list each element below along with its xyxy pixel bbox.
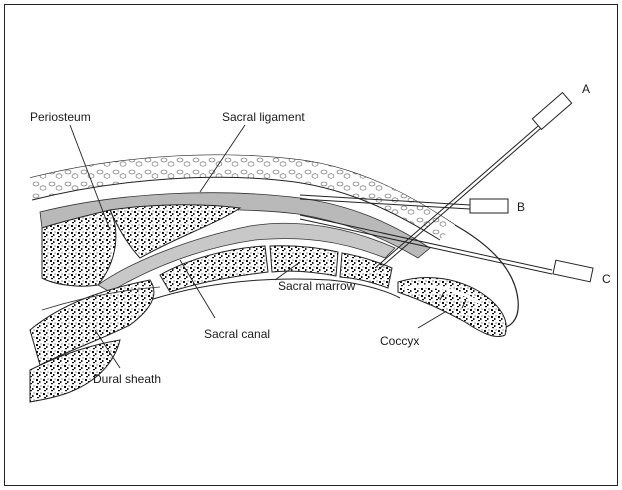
coccyx-bone (398, 277, 506, 336)
label-sacral-canal: Sacral canal (204, 327, 270, 341)
label-needle-a: A (582, 82, 590, 96)
label-dural-sheath: Dural sheath (93, 372, 161, 386)
label-coccyx: Coccyx (380, 334, 419, 348)
label-sacral-marrow: Sacral marrow (278, 279, 356, 293)
label-periosteum: Periosteum (30, 110, 91, 124)
label-needle-b: B (517, 200, 525, 214)
label-needle-c: C (602, 272, 611, 286)
label-sacral-ligament: Sacral ligament (222, 110, 305, 124)
